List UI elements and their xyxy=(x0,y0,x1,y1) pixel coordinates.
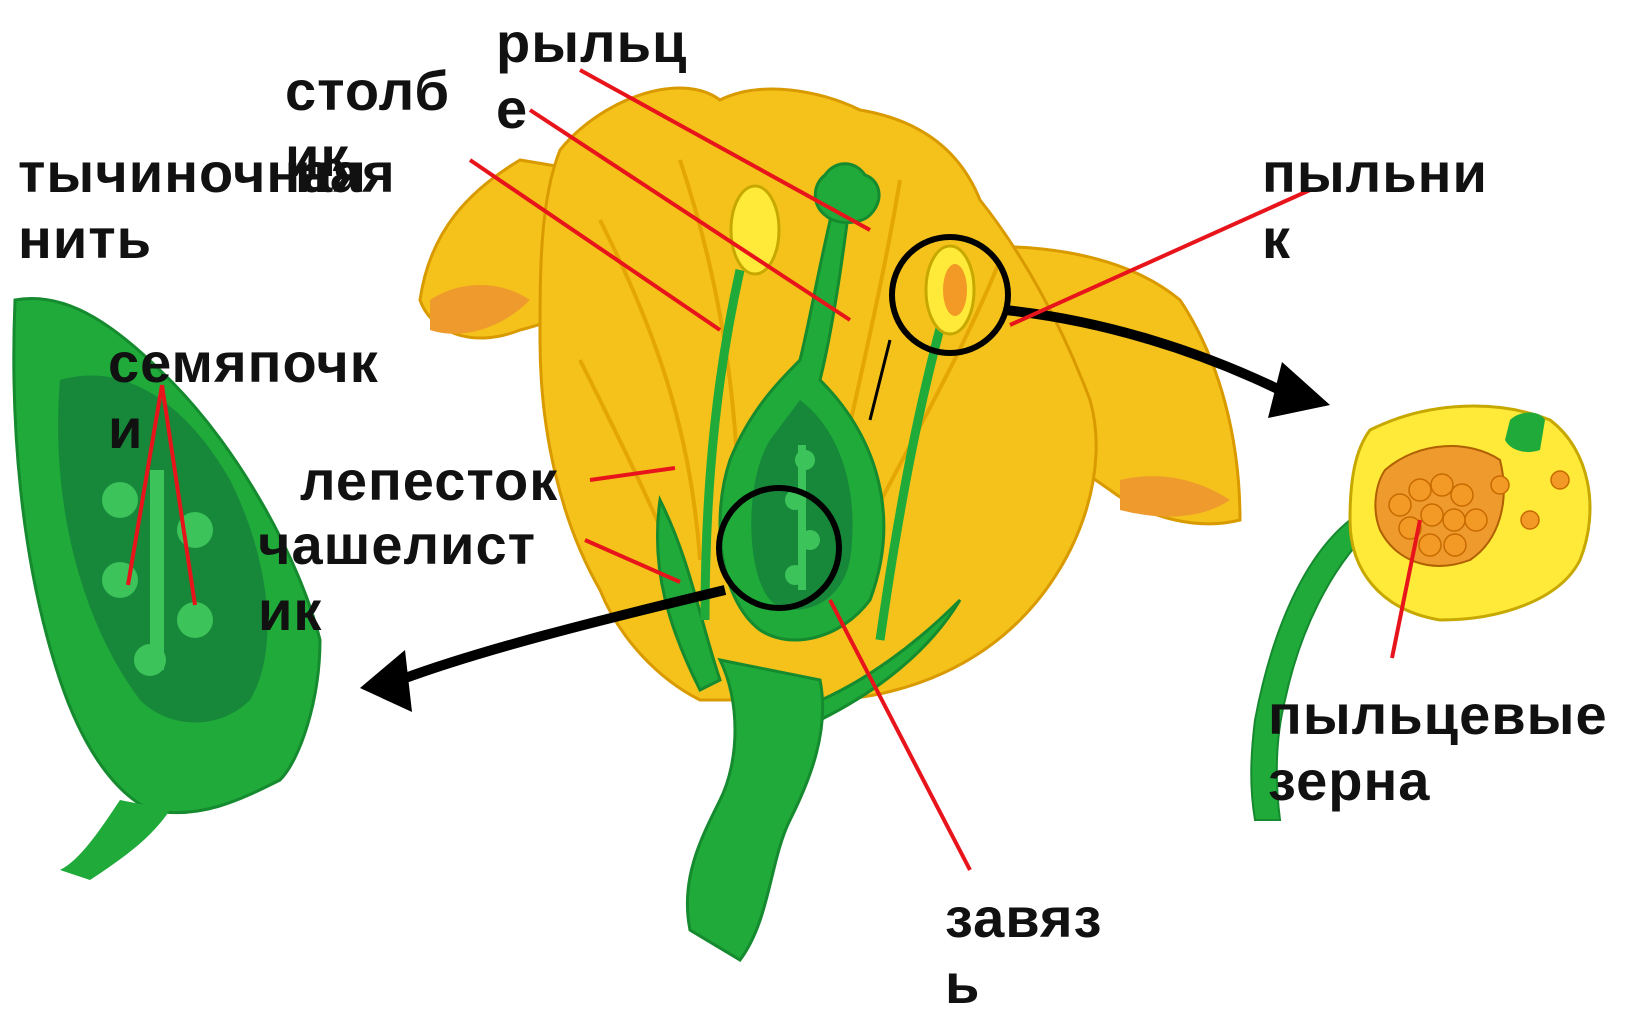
flower-main xyxy=(420,88,1240,960)
flower-stem xyxy=(687,660,822,960)
label-petal: лепесток xyxy=(300,448,558,514)
label-stamen-overlap: ная xyxy=(295,140,396,206)
label-anther-line1: пыльни xyxy=(1262,140,1488,206)
label-sepal-line2: ик xyxy=(258,578,536,644)
label-sepal-line1: чашелист xyxy=(258,512,536,578)
label-anther: пыльни к xyxy=(1262,140,1488,272)
label-pollen-grains-line2: зерна xyxy=(1268,748,1608,814)
label-stamen-filament-line2: нить xyxy=(18,206,367,272)
label-pollen-grains-line1: пыльцевые xyxy=(1268,682,1608,748)
label-ovary-line1: завяз xyxy=(945,885,1102,951)
ovary-detail-base xyxy=(60,800,170,880)
label-stigma-line2: е xyxy=(496,76,687,142)
label-ovules-line1: семяпочк xyxy=(108,330,379,396)
label-pollen-grains: пыльцевые зерна xyxy=(1268,682,1608,814)
anther-left xyxy=(731,186,779,274)
label-ovary: завяз ь xyxy=(945,885,1102,1017)
label-style-line1: столб xyxy=(285,58,450,124)
label-anther-line2: к xyxy=(1262,206,1488,272)
label-stigma: рыльц е xyxy=(496,10,687,142)
label-stigma-line1: рыльц xyxy=(496,10,687,76)
label-ovules: семяпочк и xyxy=(108,330,379,462)
label-sepal: чашелист ик xyxy=(258,512,536,644)
anther-right-pollen xyxy=(943,264,967,316)
label-ovary-line2: ь xyxy=(945,951,1102,1017)
